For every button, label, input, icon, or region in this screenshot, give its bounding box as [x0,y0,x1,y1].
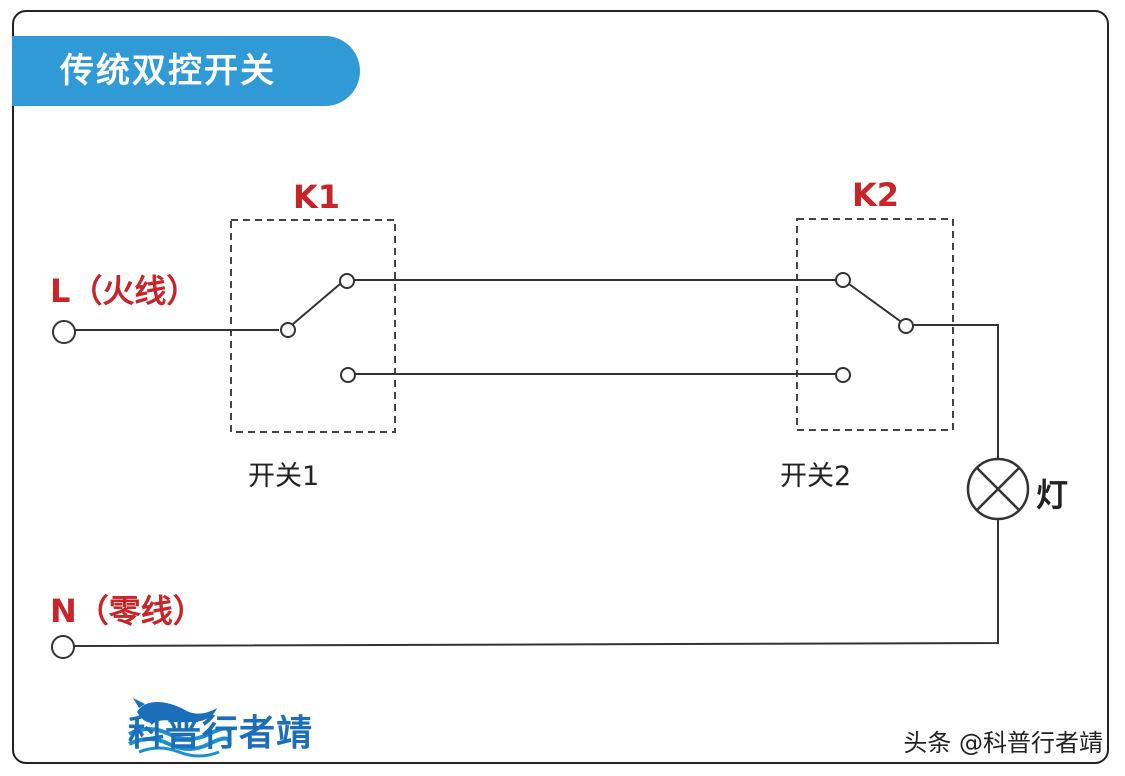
k2-upper-contact [835,272,851,288]
switch-k2-box [796,218,954,431]
live-terminal [52,320,76,344]
switch-k1-box [230,219,396,433]
live-line-label: L（火线） [50,272,199,310]
k2-label: K2 [852,176,900,214]
lamp-feed-wire [913,324,999,460]
k2-lower-contact [835,367,851,383]
k1-label: K1 [293,178,341,216]
k1-lower-contact [340,367,356,383]
k1-upper-contact [339,273,355,289]
neutral-terminal [51,635,75,659]
title-banner: 传统双控开关 [12,36,360,106]
switch2-label: 开关2 [780,461,852,492]
switch1-label: 开关1 [248,461,320,492]
watermark-text: 头条 @科普行者靖 [903,729,1103,757]
whale-wave-logo-icon [128,698,231,758]
k2-blade [848,283,901,322]
brand-name: 科普行者靖 [128,713,314,754]
k1-blade [292,283,341,325]
lamp-icon [966,457,1030,521]
lamp-label: 灯 [1036,476,1069,514]
k2-pivot [898,318,914,334]
neutral-line-label: N（零线） [50,592,205,630]
neutral-return-wire [73,519,999,647]
diagram-frame [12,10,1109,764]
k1-pivot [280,322,296,338]
